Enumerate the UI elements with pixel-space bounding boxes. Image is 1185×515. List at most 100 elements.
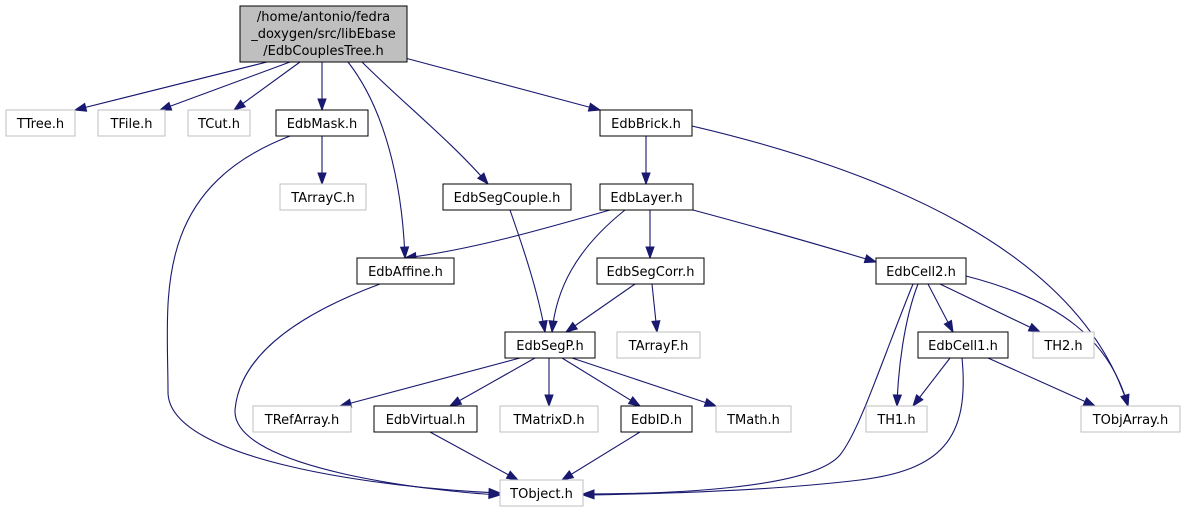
node-th2: TH2.h xyxy=(1032,331,1095,359)
edge-EdbCell2-to-TObject xyxy=(581,283,914,499)
arrowhead xyxy=(476,172,489,186)
node-edbcell1[interactable]: EdbCell1.h xyxy=(917,331,1009,359)
node-label: TTree.h xyxy=(16,117,64,132)
edge-line xyxy=(233,61,301,111)
node-label: TMatrixD.h xyxy=(512,413,584,428)
edge-EdbAffine-to-TObject xyxy=(234,283,502,500)
node-box xyxy=(97,109,166,137)
edge-line xyxy=(561,431,641,481)
node-tmath: TMath.h xyxy=(715,405,792,433)
node-label: TArrayF.h xyxy=(628,339,689,354)
edge-line xyxy=(339,357,521,407)
node-label-line: /EdbCouplesTree.h xyxy=(263,44,383,59)
node-edbbrick[interactable]: EdbBrick.h xyxy=(599,109,693,137)
edge-root-to-EdbAffine xyxy=(347,61,410,260)
node-label: TH2.h xyxy=(1043,339,1082,354)
edge-root-to-EdbMask xyxy=(317,62,327,112)
edge-line xyxy=(896,283,919,407)
edge-EdbSegP-to-EdbVirtual xyxy=(448,357,536,407)
edge-EdbID-to-TObject xyxy=(560,431,641,481)
arrowhead xyxy=(317,98,327,112)
edge-line xyxy=(234,283,501,496)
node-root-edbcouplestree[interactable]: /home/antonio/fedra_doxygen/src/libEbase… xyxy=(239,5,408,63)
arrowhead xyxy=(912,394,924,408)
node-label: TH1.h xyxy=(876,413,915,428)
edge-EdbVirtual-to-TObject xyxy=(429,431,520,481)
arrowhead xyxy=(73,102,88,112)
node-box xyxy=(356,257,455,285)
node-edbvirtual[interactable]: EdbVirtual.h xyxy=(373,405,478,433)
node-label: EdbVirtual.h xyxy=(386,413,466,428)
node-box xyxy=(917,331,1009,359)
edge-line xyxy=(404,57,601,111)
node-box xyxy=(599,183,694,211)
node-edbsegcouple[interactable]: EdbSegCouple.h xyxy=(442,183,572,211)
arrowhead xyxy=(538,319,548,334)
arrowhead xyxy=(703,397,718,407)
edge-line xyxy=(571,357,717,407)
node-edbaffine[interactable]: EdbAffine.h xyxy=(356,257,455,285)
node-label: EdbLayer.h xyxy=(610,191,682,206)
edge-line xyxy=(692,209,877,263)
edge-EdbCell2-to-TH2 xyxy=(939,283,1042,333)
node-tcut: TCut.h xyxy=(187,109,251,137)
edge-EdbLayer-to-EdbSegCorr xyxy=(645,210,655,260)
edge-EdbSegP-to-TMatrixD xyxy=(544,358,554,408)
node-box xyxy=(875,257,967,285)
node-edbcell2[interactable]: EdbCell2.h xyxy=(875,257,967,285)
arrowhead xyxy=(641,172,651,186)
edge-EdbCell2-to-TH1 xyxy=(892,283,919,408)
node-trefarray: TRefArray.h xyxy=(252,405,352,433)
edge-EdbSegP-to-EdbID xyxy=(561,357,642,407)
edge-EdbSegP-to-TRefArray xyxy=(338,357,521,408)
node-label: TObjArray.h xyxy=(1092,413,1169,428)
edge-line xyxy=(939,283,1041,333)
edge-root-to-TFile xyxy=(158,61,291,111)
arrowhead xyxy=(505,470,520,481)
node-tmatrixd: TMatrixD.h xyxy=(499,405,599,433)
arrowhead xyxy=(651,320,661,334)
edge-line xyxy=(347,61,406,259)
node-edbid[interactable]: EdbID.h xyxy=(620,405,693,433)
arrowhead xyxy=(645,246,655,260)
node-label-line: /home/antonio/fedra xyxy=(257,10,390,25)
node-box xyxy=(616,331,701,359)
arrowhead xyxy=(863,254,878,264)
node-label: TMath.h xyxy=(726,413,780,428)
node-label: EdbBrick.h xyxy=(611,117,681,132)
node-box xyxy=(499,479,584,507)
node-label: EdbID.h xyxy=(631,413,682,428)
node-box xyxy=(373,405,478,433)
node-box xyxy=(187,109,251,137)
arrowhead xyxy=(1082,396,1097,407)
node-label: TObject.h xyxy=(509,487,573,502)
node-label: EdbAffine.h xyxy=(368,265,443,280)
node-label: EdbSegCorr.h xyxy=(607,265,695,280)
node-th1: TH1.h xyxy=(865,405,928,433)
arrowhead xyxy=(544,394,554,408)
node-label: EdbCell1.h xyxy=(928,339,998,354)
edge-line xyxy=(159,61,291,111)
edge-EdbCell1-to-TH1 xyxy=(912,357,951,408)
node-label: TRefArray.h xyxy=(264,413,340,428)
edge-EdbSegP-to-TMath xyxy=(571,357,718,407)
node-tobjarray: TObjArray.h xyxy=(1080,405,1181,433)
node-label: EdbMask.h xyxy=(287,117,358,132)
edge-EdbLayer-to-EdbAffine xyxy=(403,209,611,262)
node-edblayer[interactable]: EdbLayer.h xyxy=(599,183,694,211)
edge-EdbCell2-to-TObjArray xyxy=(965,275,1130,408)
edge-line xyxy=(166,135,501,494)
edge-EdbSegCorr-to-EdbSegP xyxy=(564,283,636,333)
node-box xyxy=(620,405,693,433)
node-label: TFile.h xyxy=(109,117,152,132)
node-box xyxy=(599,109,693,137)
edge-line xyxy=(404,209,611,259)
node-edbsegp[interactable]: EdbSegP.h xyxy=(504,331,596,359)
node-edbmask[interactable]: EdbMask.h xyxy=(275,109,369,137)
node-ttree: TTree.h xyxy=(5,109,76,137)
edge-EdbCell1-to-TObjArray xyxy=(987,357,1097,407)
edge-line xyxy=(561,357,641,407)
node-edbsegcorr[interactable]: EdbSegCorr.h xyxy=(596,257,705,285)
edge-line xyxy=(565,283,636,333)
